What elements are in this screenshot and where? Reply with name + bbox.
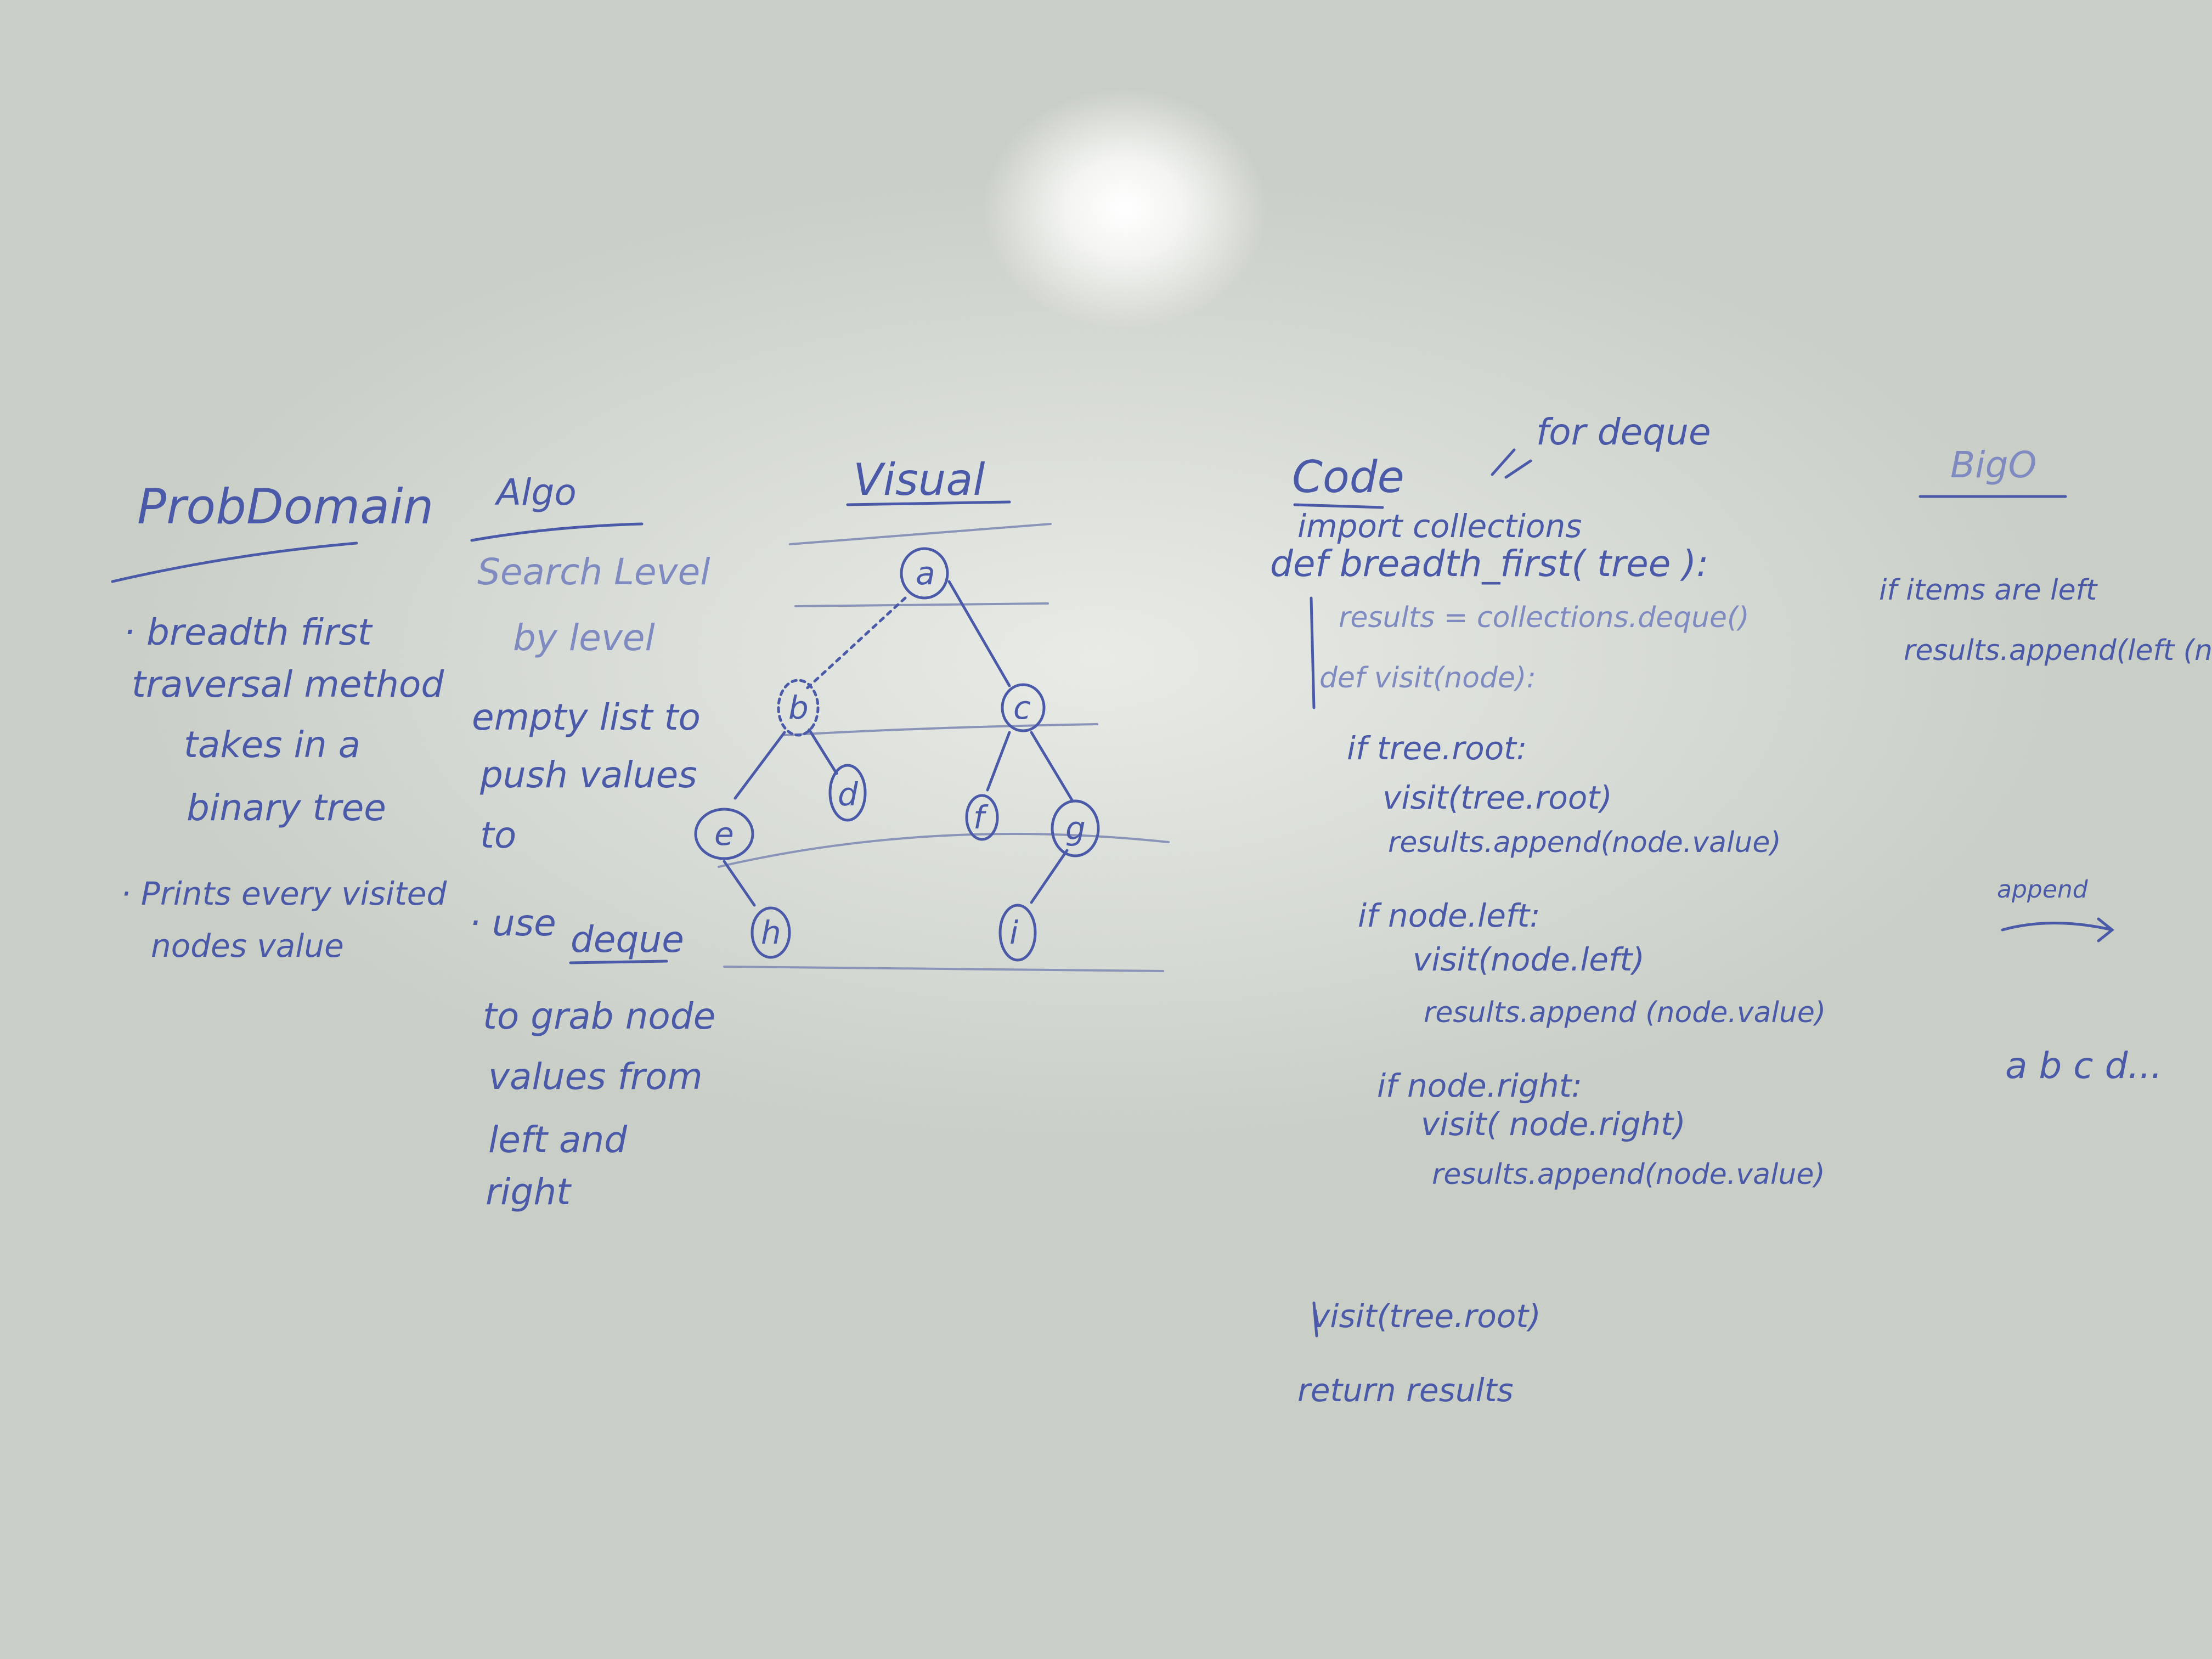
code-line: import collections — [1297, 507, 1582, 545]
code-line: results = collections.deque() — [1339, 601, 1750, 634]
algo-line: to — [480, 814, 517, 856]
problem-line: · breadth first — [123, 611, 372, 653]
code-heading: Code — [1292, 452, 1404, 503]
node-g-label: g — [1065, 810, 1086, 847]
problem-heading: ProbDomain — [137, 478, 434, 535]
problem-underline — [111, 541, 358, 583]
edge-b-e — [733, 731, 786, 800]
algo-line: to grab node — [483, 995, 716, 1037]
node-a-label: a — [916, 555, 935, 592]
node-b-label: b — [788, 689, 809, 726]
node-f-label: f — [973, 799, 989, 836]
node-g-circle — [1051, 799, 1100, 857]
bigo-line: results.append(left (n — [1904, 634, 2212, 667]
problem-line: traversal method — [132, 663, 444, 706]
visual-underline — [846, 500, 1011, 506]
level-line-1 — [794, 602, 1049, 607]
edge-b-d — [808, 728, 838, 775]
bigo-line: append — [1997, 876, 2088, 904]
node-b-circle — [777, 679, 820, 737]
code-line: results.append(node.value) — [1388, 826, 1781, 859]
edge-e-h — [723, 860, 756, 907]
problem-line: nodes value — [151, 927, 344, 964]
node-h-circle — [751, 906, 791, 959]
node-f-circle — [965, 794, 999, 841]
node-e-circle — [694, 808, 754, 860]
code-line: if tree.root: — [1347, 730, 1527, 767]
tree-node-labels: a b c d e f g h i — [714, 555, 1086, 951]
append-arrow — [2001, 917, 2115, 943]
level-line-3 — [718, 833, 1170, 868]
edge-a-c — [947, 580, 1011, 687]
node-i-label: i — [1009, 914, 1018, 951]
algo-line: · use — [469, 902, 556, 944]
bigo-line: if items are left — [1879, 574, 2097, 607]
node-c-label: c — [1013, 689, 1031, 726]
code-annotation: for deque — [1536, 411, 1711, 453]
edge-g-i — [1030, 849, 1069, 904]
code-line: visit( node.right) — [1421, 1105, 1686, 1143]
algo-underline — [470, 522, 644, 542]
visual-heading: Visual — [853, 454, 985, 505]
level-line-4 — [723, 966, 1164, 972]
code-scope-bar — [1310, 596, 1316, 709]
node-e-label: e — [714, 815, 734, 853]
algo-line: values from — [488, 1056, 703, 1098]
code-line: results.append (node.value) — [1424, 996, 1826, 1029]
algo-line: Search Level — [477, 551, 710, 593]
bigo-line: a b c d... — [2005, 1045, 2163, 1087]
code-line: visit(node.left) — [1413, 941, 1645, 978]
visit-scope-bar — [1312, 1301, 1318, 1338]
code-underline — [1293, 503, 1384, 509]
node-a-circle — [900, 547, 949, 600]
code-line: if node.right: — [1377, 1067, 1582, 1104]
code-line: def breadth_first( tree ): — [1270, 543, 1709, 585]
algo-line: left and — [488, 1119, 628, 1161]
algo-heading: Algo — [496, 471, 577, 514]
deque-underline — [569, 960, 668, 964]
code-line: results.append(node.value) — [1432, 1158, 1825, 1191]
algo-line: push values — [480, 754, 697, 796]
algo-line: deque — [571, 918, 684, 961]
annotation-arrow — [1491, 448, 1532, 479]
code-line: visit(tree.root) — [1383, 779, 1612, 816]
problem-line: binary tree — [187, 787, 386, 829]
problem-line: takes in a — [184, 724, 361, 766]
code-line: def visit(node): — [1319, 662, 1536, 695]
code-line: if node.left: — [1358, 897, 1541, 934]
node-d-label: d — [838, 776, 859, 813]
level-line-0 — [789, 523, 1052, 545]
bigo-heading: BigO — [1950, 444, 2037, 486]
edge-c-g — [1030, 731, 1074, 803]
algo-line: right — [486, 1171, 571, 1213]
node-i-circle — [998, 904, 1037, 962]
node-d-circle — [828, 764, 867, 822]
code-line: visit(tree.root) — [1311, 1297, 1541, 1335]
algo-line: by level — [513, 617, 655, 659]
problem-line: · Prints every visited — [121, 875, 447, 912]
edge-a-b — [802, 596, 907, 693]
code-line: return results — [1297, 1372, 1514, 1409]
level-line-2 — [783, 723, 1098, 736]
algo-line: empty list to — [472, 696, 701, 738]
node-c-circle — [1001, 683, 1046, 732]
node-h-label: h — [761, 914, 781, 951]
edge-c-f — [986, 731, 1011, 792]
